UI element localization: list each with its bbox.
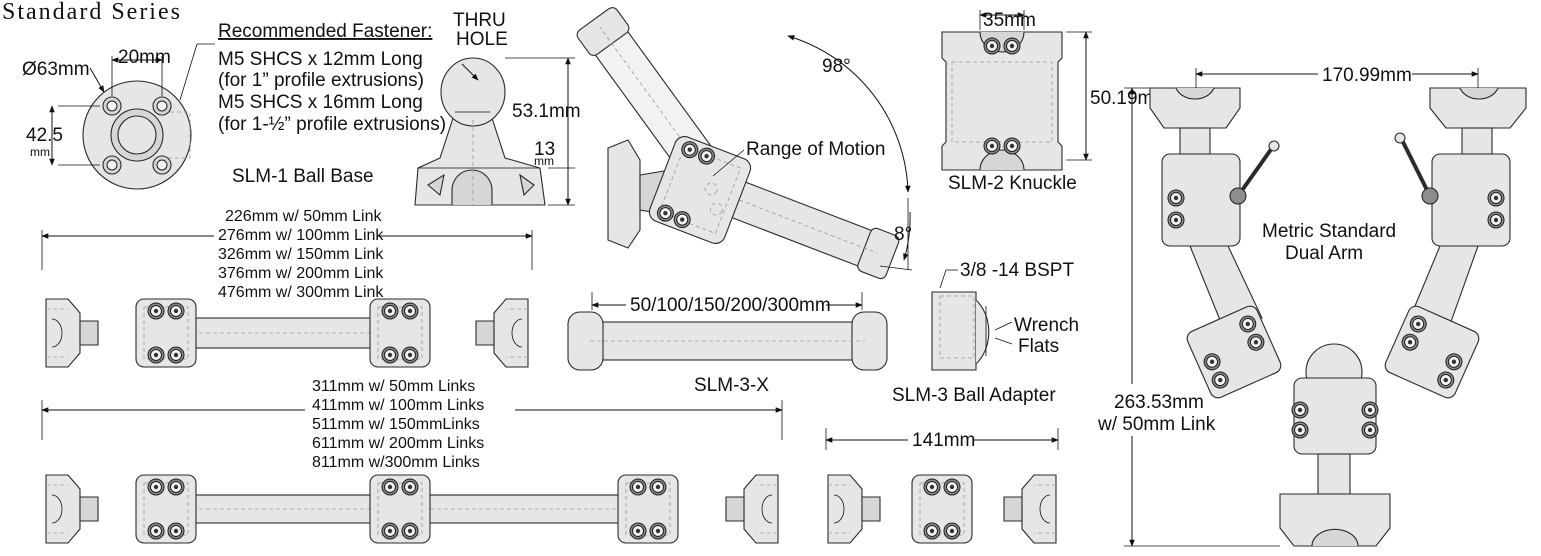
slm1-name: SLM-1 Ball Base	[232, 166, 374, 187]
dual-arm-width: 170.99mm	[1322, 65, 1412, 86]
dual-arm-height-line-2: w/ 50mm Link	[1097, 414, 1216, 435]
fastener-line-1: M5 SHCS x 12mm Long	[218, 49, 423, 70]
double-arm-view	[41, 400, 783, 544]
double-arm-length-5: 811mm w/300mm Links	[312, 454, 480, 471]
fastener-line-3: M5 SHCS x 16mm Long	[218, 92, 423, 113]
double-arm-length-1: 311mm w/ 50mm Links	[312, 378, 475, 395]
single-arm-length-5: 476mm w/ 300mm Link	[218, 284, 384, 301]
double-arm-length-2: 411mm w/ 100mm Links	[312, 397, 484, 414]
adapter-flats-line-1: Wrench	[1014, 315, 1079, 336]
adapter-flats-line-2: Flats	[1018, 336, 1059, 357]
slm3x-view	[567, 292, 888, 371]
fastener-line-2: (for 1” profile extrusions)	[218, 70, 424, 91]
fastener-heading: Recommended Fastener:	[218, 21, 432, 42]
short-arm-length: 141mm	[912, 430, 975, 451]
slm1-ball-base-top-view	[49, 56, 192, 190]
dual-arm-name-line-1: Metric Standard	[1262, 221, 1396, 242]
slm2-width: 35mm	[983, 10, 1036, 31]
slm1-pitch-label: 20mm	[118, 47, 171, 68]
slm1-base-value: 13	[534, 139, 555, 160]
adapter-name: SLM-3 Ball Adapter	[892, 385, 1056, 406]
double-arm-length-4: 611mm w/ 200mm Links	[312, 435, 484, 452]
slm1-base-unit: mm	[534, 154, 554, 168]
slm1-thru-line-1: THRU	[453, 10, 506, 31]
slm3x-name: SLM-3-X	[694, 375, 769, 396]
slm2-height: 50.19mm	[1090, 88, 1169, 109]
slm1-diameter-label: Ø63mm	[22, 59, 90, 80]
page-title: Standard Series	[2, 0, 182, 25]
double-arm-length-3: 511mm w/ 150mmLinks	[312, 416, 480, 433]
short-arm-view	[825, 428, 1059, 544]
dual-arm-name-line-2: Dual Arm	[1285, 243, 1363, 264]
slm3x-lengths: 50/100/150/200/300mm	[630, 295, 831, 316]
slm1-thru-line-2: HOLE	[456, 29, 508, 50]
range-of-motion-view	[576, 7, 913, 280]
slm1-height-unit: mm	[30, 145, 50, 159]
fastener-line-4: (for 1-½” profile extrusions)	[218, 114, 446, 135]
rom-label: Range of Motion	[746, 139, 885, 160]
single-arm-length-2: 276mm w/ 100mm Link	[218, 227, 384, 244]
dual-arm-view	[1124, 68, 1527, 547]
slm2-name: SLM-2 Knuckle	[948, 173, 1077, 194]
single-arm-length-4: 376mm w/ 200mm Link	[218, 265, 384, 282]
single-arm-length-1: 226mm w/ 50mm Link	[225, 208, 382, 225]
slm3-ball-adapter-view	[931, 269, 1013, 371]
slm2-knuckle-view	[941, 10, 1092, 171]
dual-arm-height-line-1: 263.53mm	[1114, 392, 1204, 413]
rom-angle-large: 98°	[822, 56, 851, 77]
single-arm-length-3: 326mm w/ 150mm Link	[218, 246, 384, 263]
single-arm-lengths-text: 226mm w/ 50mm Link 276mm w/ 100mm Link 3…	[218, 208, 384, 301]
slm1-ball-base-side-view	[414, 57, 575, 206]
slm1-height-value: 42.5	[26, 125, 63, 146]
slm1-overall-height: 53.1mm	[512, 101, 581, 122]
double-arm-lengths-text: 311mm w/ 50mm Links 411mm w/ 100mm Links…	[312, 378, 484, 471]
rom-angle-small: 8°	[894, 224, 912, 245]
single-arm-view	[41, 230, 533, 368]
adapter-thread: 3/8 -14 BSPT	[960, 260, 1074, 281]
